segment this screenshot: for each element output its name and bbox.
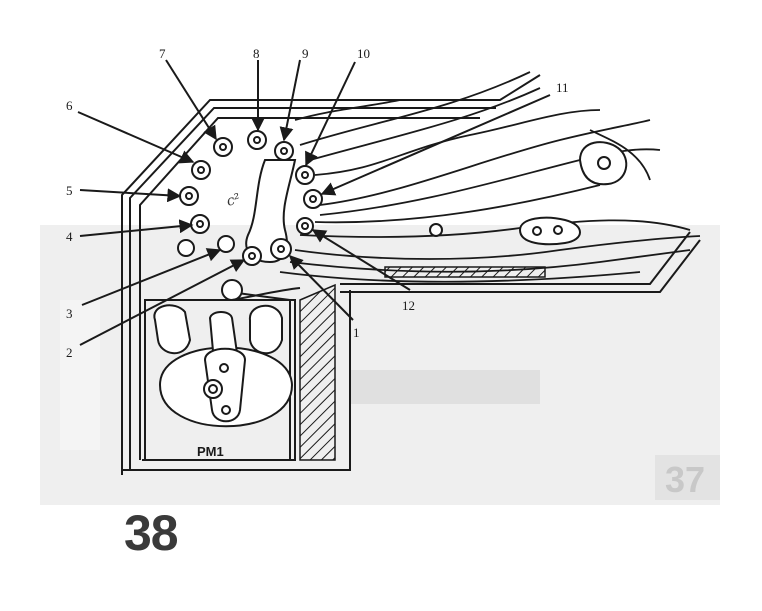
pad-3 — [217, 235, 235, 253]
callout-5: 5 — [66, 183, 73, 198]
callout-9: 9 — [302, 46, 309, 61]
terminal-pads — [177, 130, 323, 266]
component-label-pm1: PM1 — [197, 444, 224, 459]
page-mark: 37 — [665, 459, 705, 500]
hatched-rail-vertical — [299, 283, 336, 461]
callout-11: 11 — [556, 80, 569, 95]
potentiometer-pm1 — [144, 279, 301, 461]
handwritten-note: c² — [225, 191, 243, 210]
figure-number: 38 — [124, 505, 179, 561]
central-island — [245, 159, 297, 264]
callout-3: 3 — [66, 306, 73, 321]
callout-7: 7 — [159, 46, 166, 61]
callout-4: 4 — [66, 229, 73, 244]
background-bleed: 37 — [40, 225, 720, 505]
right-pads — [429, 141, 628, 246]
callout-6: 6 — [66, 98, 73, 113]
callout-10: 10 — [357, 46, 370, 61]
callout-1: 1 — [353, 325, 360, 340]
callout-2: 2 — [66, 345, 73, 360]
callout-labels: 1 2 3 4 5 6 7 8 9 10 11 12 — [66, 46, 569, 360]
callout-8: 8 — [253, 46, 260, 61]
callout-arrows — [77, 59, 551, 346]
callout-12: 12 — [402, 298, 415, 313]
